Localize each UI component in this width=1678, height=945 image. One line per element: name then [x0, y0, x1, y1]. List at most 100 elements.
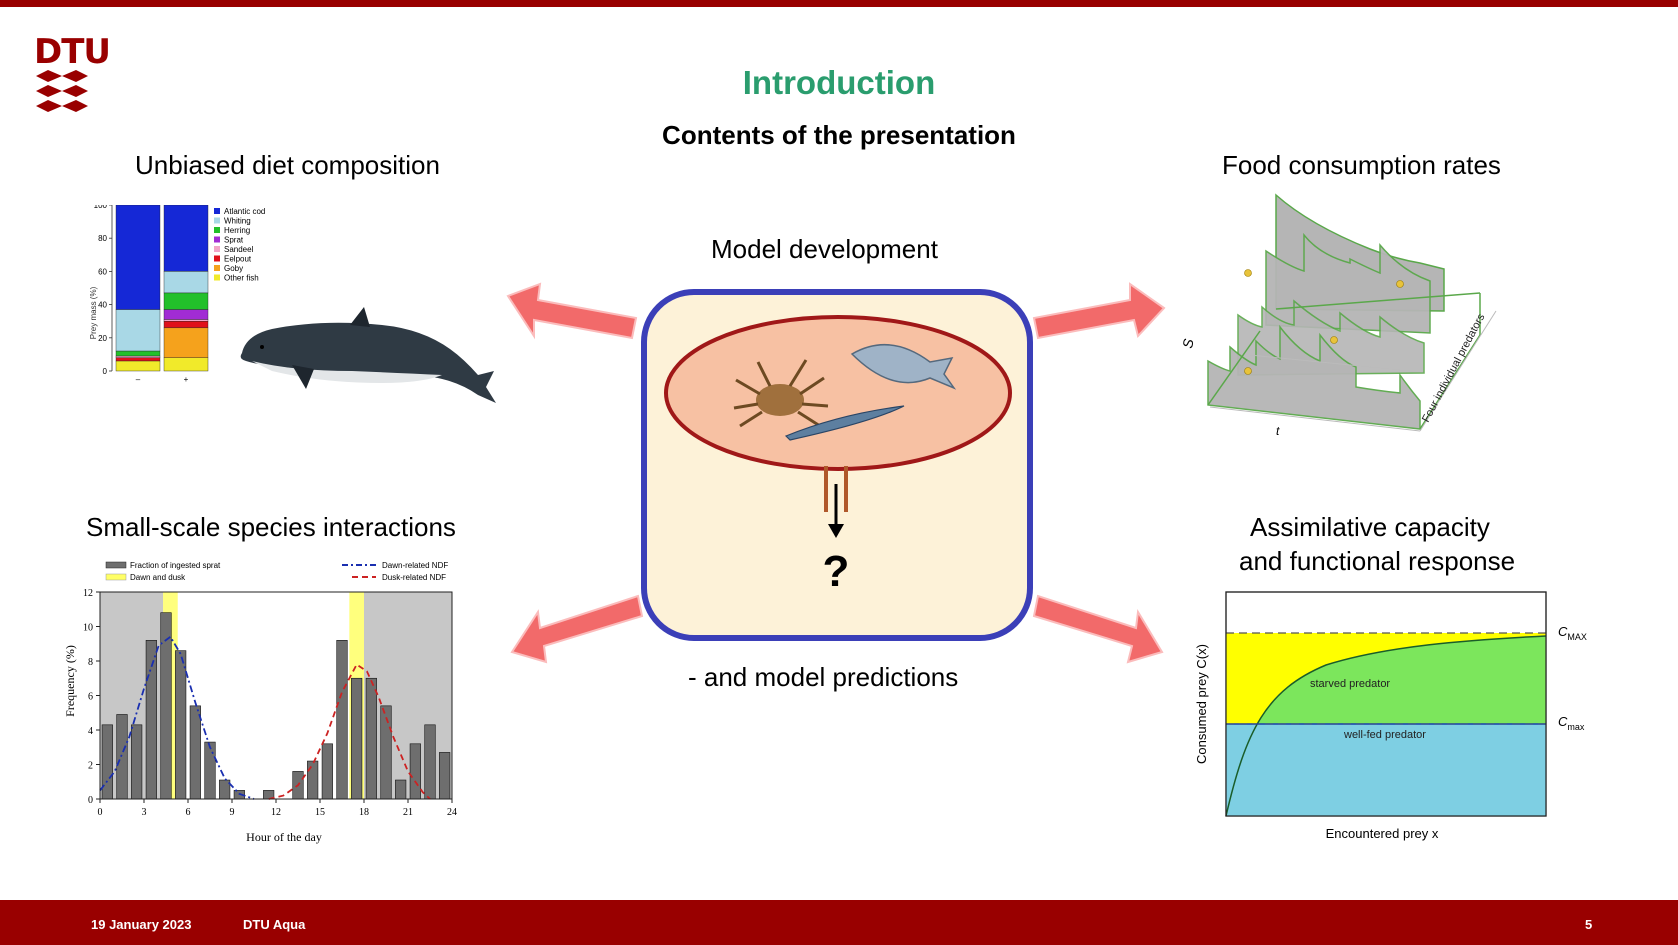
fr-starved-label: starved predator — [1310, 678, 1390, 690]
species-y-tick-label: 12 — [83, 588, 93, 599]
dtu-logo-waves-icon — [36, 70, 88, 112]
dtu-logo-text: DTU — [34, 32, 111, 72]
assimilative-label-1: Assimilative capacity — [1250, 512, 1490, 542]
diet-y-tick-label: 20 — [98, 334, 107, 343]
sandeel-icon — [784, 405, 905, 441]
harbour-porpoise-illustration — [240, 307, 496, 403]
svg-text:CMAX: CMAX — [1558, 624, 1587, 642]
diet-legend-swatch — [214, 246, 220, 252]
species-bar — [395, 779, 407, 800]
arrow-to-assimilative — [1032, 594, 1164, 664]
species-bar — [409, 743, 421, 800]
fr-xlabel: Encountered prey x — [1326, 826, 1439, 841]
model-diagram: ? — [641, 289, 1033, 641]
species-bar — [439, 752, 451, 800]
diet-y-tick-label: 60 — [98, 267, 107, 276]
species-x-tick-label: 3 — [142, 807, 147, 818]
species-y-tick-label: 0 — [88, 795, 93, 806]
diet-legend-label: Sprat — [224, 236, 244, 245]
model-question-mark: ? — [823, 547, 850, 596]
diet-legend-swatch — [214, 274, 220, 281]
diet-bar-segment — [163, 205, 209, 272]
species-bar — [145, 640, 157, 800]
diet-y-tick-label: 100 — [94, 205, 108, 210]
diet-category-label: – — [136, 375, 141, 384]
diet-legend-label: Other fish — [224, 274, 259, 283]
species-y-tick-label: 8 — [88, 657, 93, 668]
arrow-to-species — [510, 594, 644, 664]
consumption-label: Food consumption rates — [1222, 150, 1501, 180]
species-x-tick-label: 9 — [230, 807, 235, 818]
species-dawn-ndf-line — [99, 635, 255, 800]
svg-text:S: S — [1180, 337, 1197, 350]
diet-legend-label: Sandeel — [224, 245, 254, 254]
herring-icon — [850, 343, 957, 390]
diet-legend-label: Goby — [224, 264, 243, 273]
species-bar — [204, 741, 216, 800]
diet-bar-segment — [115, 309, 161, 352]
species-y-tick-label: 2 — [88, 761, 93, 772]
footer-date: 19 January 2023 — [91, 917, 192, 932]
species-legend-dawn-ndf: Dawn-related NDF — [382, 561, 448, 570]
diet-bar-segment — [115, 350, 161, 357]
species-legend-dawndusk: Dawn and dusk — [130, 573, 186, 582]
species-legend-sprat: Fraction of ingested sprat — [130, 561, 221, 570]
species-bar — [380, 705, 392, 800]
diet-legend-swatch — [214, 208, 220, 214]
top-bar — [0, 0, 1678, 7]
diet-bar-segment — [115, 357, 161, 362]
species-x-tick-label: 0 — [98, 807, 103, 818]
diet-legend-label: Atlantic cod — [224, 207, 265, 216]
arrow-to-consumption — [1032, 282, 1166, 340]
diet-bar-segment — [163, 319, 209, 322]
diet-label: Unbiased diet composition — [135, 150, 440, 180]
diet-bar-segment — [163, 357, 209, 372]
diet-bar-segment — [163, 271, 209, 294]
fr-wellfed-label: well-fed predator — [1343, 729, 1426, 741]
species-bar — [365, 677, 377, 800]
species-x-tick-label: 12 — [271, 807, 281, 818]
diet-legend-swatch — [214, 255, 220, 262]
species-x-tick-label: 18 — [359, 807, 369, 818]
footer-org: DTU Aqua — [243, 917, 306, 932]
species-x-tick-label: 21 — [403, 807, 413, 818]
diet-bar-segment — [163, 320, 209, 329]
species-x-tick-label: 24 — [447, 807, 457, 818]
species-y-tick-label: 6 — [88, 692, 93, 703]
species-bar — [189, 705, 201, 800]
footer: 19 January 2023 DTU Aqua 5 — [0, 900, 1678, 945]
species-ylabel: Frequency (%) — [63, 645, 77, 717]
diet-y-tick-label: 40 — [98, 301, 107, 310]
species-y-tick-label: 10 — [83, 623, 93, 634]
svg-text:Cmax: Cmax — [1558, 714, 1585, 732]
fr-ylabel: Consumed prey C(x) — [1194, 644, 1209, 764]
species-bar — [116, 714, 128, 800]
food-consumption-plot: S t Four individual predators — [1180, 193, 1497, 438]
species-xlabel: Hour of the day — [246, 830, 322, 844]
diet-legend-swatch — [214, 236, 220, 243]
species-night-shade — [364, 592, 452, 799]
slide-title: Introduction — [742, 64, 936, 101]
assimilative-label-2: and functional response — [1239, 546, 1516, 576]
model-top-label: Model development — [711, 234, 938, 264]
diet-bar-segment — [115, 360, 161, 372]
diet-legend-swatch — [214, 227, 220, 233]
species-bar — [351, 677, 363, 800]
species-x-tick-label: 6 — [186, 807, 191, 818]
diet-y-tick-label: 80 — [98, 234, 107, 243]
species-bar — [175, 650, 187, 800]
species-x-tick-label: 15 — [315, 807, 325, 818]
species-legend-dusk-ndf: Dusk-related NDF — [382, 573, 446, 582]
species-bar — [424, 724, 436, 800]
diet-bar-segment — [115, 355, 161, 358]
species-y-tick-label: 4 — [88, 726, 93, 737]
diet-bar-segment — [163, 327, 209, 358]
slide-subtitle: Contents of the presentation — [662, 120, 1016, 150]
species-bar — [307, 760, 319, 800]
species-bar — [336, 640, 348, 800]
diet-bar-segment — [115, 205, 161, 310]
diet-legend-label: Herring — [224, 226, 250, 235]
species-interaction-chart: Fraction of ingested sprat Dawn and dusk… — [63, 561, 457, 844]
diet-legend-label: Whiting — [224, 217, 251, 226]
diet-ylabel: Prey mass (%) — [89, 286, 98, 339]
